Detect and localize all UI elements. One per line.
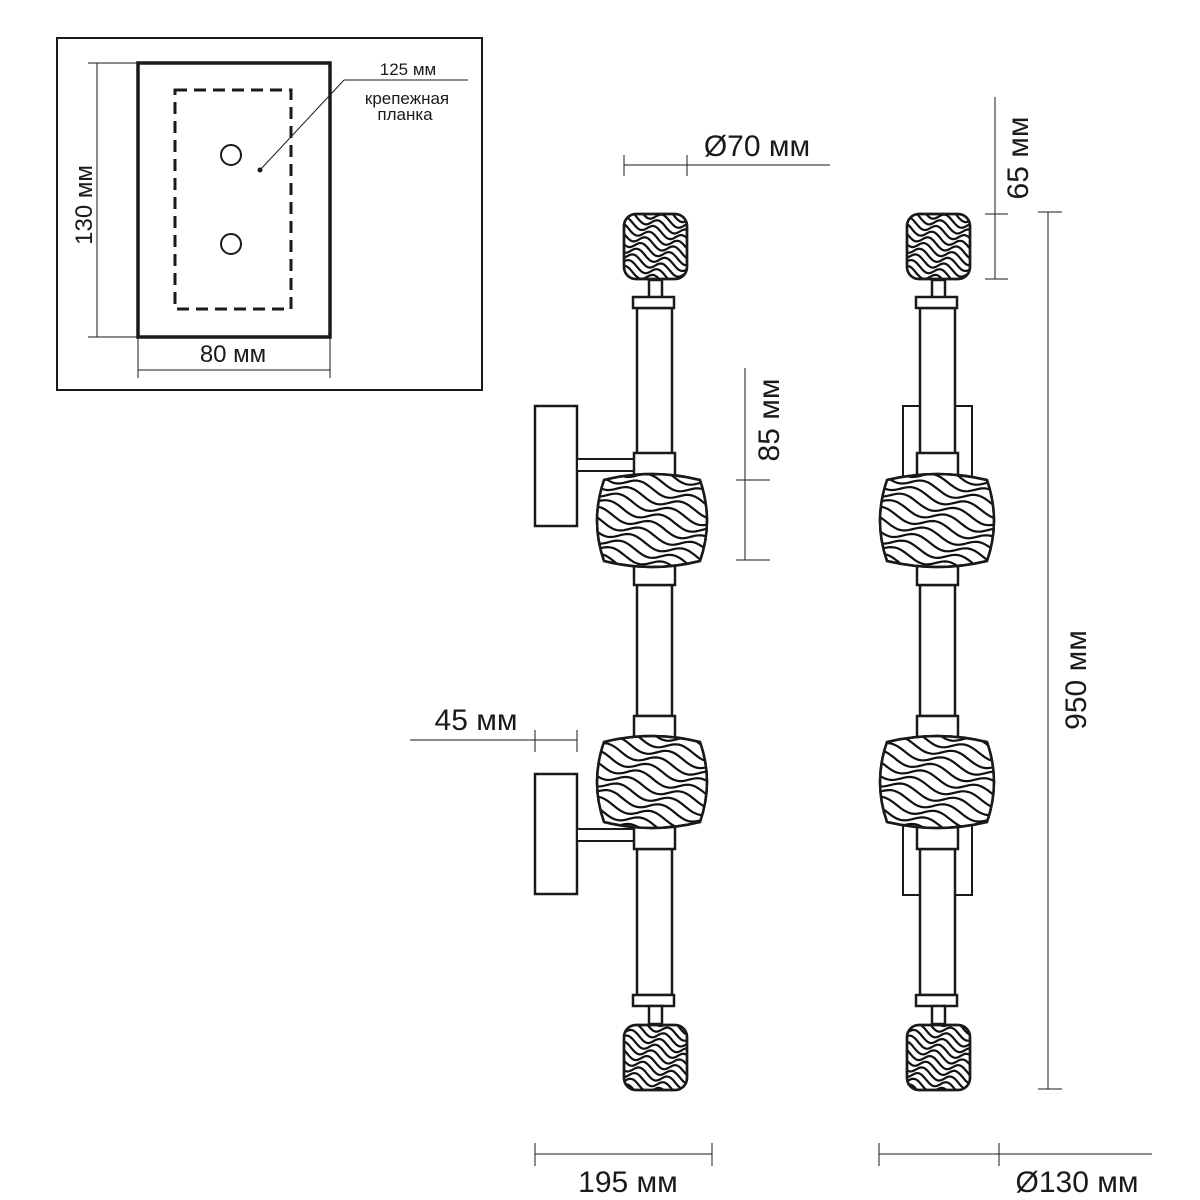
coupler [631, 993, 676, 1008]
arm-lower [576, 828, 638, 842]
shade-bottom [622, 1023, 689, 1092]
bracket-label-line1: крепежная [365, 89, 449, 108]
shade-middle-lower [595, 734, 709, 830]
coupler [647, 278, 664, 300]
coupler [930, 1004, 947, 1026]
coupler [632, 451, 677, 479]
coupler [914, 993, 959, 1008]
bracket-label-line2: планка [377, 105, 433, 124]
coupler [930, 278, 947, 300]
screw-hole-bottom [220, 233, 242, 255]
wall-bracket-lower [533, 772, 579, 896]
rod-upper [918, 306, 957, 457]
coupler [915, 823, 960, 851]
arm-length-label: 45 мм [435, 704, 518, 737]
base-diameter-label: Ø130 мм [1016, 1166, 1139, 1199]
rod-lower [635, 847, 674, 997]
shade-diameter-label: Ø70 мм [704, 130, 810, 163]
coupler [647, 1004, 664, 1026]
shade-middle-lower [878, 734, 996, 830]
coupler [914, 295, 959, 310]
coupler [631, 295, 676, 310]
shade-middle-upper [878, 472, 996, 569]
depth-label: 195 мм [578, 1166, 678, 1199]
rod-lower [918, 847, 957, 997]
shade-middle-upper [595, 472, 709, 569]
wall-bracket-upper [533, 404, 579, 528]
rod-upper [635, 306, 674, 457]
shade-bottom [905, 1023, 972, 1092]
mount-plate-inset: 130 мм 80 мм 125 мм крепежная планка [56, 37, 483, 391]
center-shade-label: 85 мм [753, 379, 786, 462]
end-shade-label: 65 мм [1002, 117, 1035, 200]
shade-top [905, 212, 972, 281]
shade-top [622, 212, 689, 281]
side-view: 65 мм 950 мм Ø130 мм [878, 97, 1152, 1199]
plate-width-label: 80 мм [200, 341, 266, 368]
arm-upper [576, 458, 638, 472]
plate-height-label: 130 мм [71, 165, 98, 245]
screw-hole-top [220, 144, 242, 166]
total-length-label: 950 мм [1060, 630, 1093, 730]
spacing-label: 125 мм [380, 60, 436, 79]
rod-middle [918, 583, 957, 718]
mounting-bracket [173, 88, 293, 311]
front-view: Ø70 мм 85 мм 45 мм 195 мм [410, 130, 830, 1199]
mount-plate [136, 61, 332, 339]
rod-middle [635, 583, 674, 718]
